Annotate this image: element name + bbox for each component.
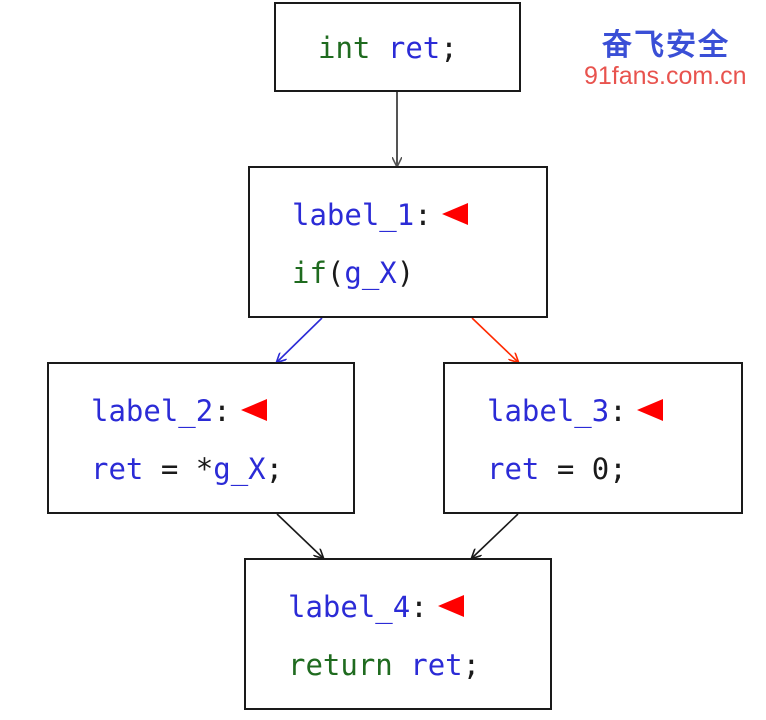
semicolon: ; [609, 452, 627, 486]
code-line: return ret; [288, 648, 480, 682]
edge-label2-to-label4 [276, 513, 323, 558]
label-colon: : [410, 590, 428, 624]
assign-operator: = [539, 452, 592, 486]
semicolon: ; [265, 452, 284, 486]
label-colon: : [609, 394, 627, 428]
variable-name: ret [91, 452, 144, 486]
code-line: if(g_X) [292, 256, 414, 290]
return-keyword: return [288, 648, 393, 682]
watermark-url: 91fans.com.cn [584, 62, 747, 90]
watermark-title: 奋飞安全 [602, 28, 730, 63]
block-label: label_3 [487, 394, 610, 428]
block-entry: int ret; [274, 2, 521, 92]
deref-operator: * [195, 452, 214, 486]
condition-arg: g_X [344, 256, 397, 290]
code-line: int ret; [318, 31, 458, 65]
block-label-1: label_1: if(g_X) [248, 166, 548, 318]
variable-name: ret [387, 31, 441, 65]
block-label-4: label_4: return ret; [244, 558, 552, 710]
close-paren: ) [396, 256, 415, 290]
variable-name: ret [487, 452, 540, 486]
label-line: label_4: [288, 590, 464, 624]
assign-operator: = [143, 452, 196, 486]
if-keyword: if [292, 256, 327, 290]
zero-literal: 0 [591, 452, 610, 486]
label-line: label_2: [91, 394, 267, 428]
type-keyword: int [318, 31, 371, 65]
block-label: label_1 [292, 198, 415, 232]
red-triangle-marker-icon [636, 399, 663, 421]
red-triangle-marker-icon [441, 203, 468, 225]
open-paren: ( [326, 256, 345, 290]
block-label: label_4 [288, 590, 411, 624]
edge-label1-to-label2 [277, 317, 323, 362]
variable-name: ret [410, 648, 463, 682]
code-line: ret = 0; [487, 452, 627, 486]
edge-label1-to-label3 [471, 317, 518, 362]
semicolon: ; [440, 31, 458, 65]
label-colon: : [213, 394, 231, 428]
label-colon: : [414, 198, 432, 232]
block-label-2: label_2: ret = *g_X; [47, 362, 355, 514]
pointer-arg: g_X [213, 452, 266, 486]
code-line: ret = *g_X; [91, 452, 283, 486]
label-line: label_3: [487, 394, 663, 428]
red-triangle-marker-icon [240, 399, 267, 421]
edge-label3-to-label4 [472, 513, 519, 558]
label-line: label_1: [292, 198, 468, 232]
red-triangle-marker-icon [437, 595, 464, 617]
block-label-3: label_3: ret = 0; [443, 362, 743, 514]
block-label: label_2 [91, 394, 214, 428]
semicolon: ; [462, 648, 481, 682]
